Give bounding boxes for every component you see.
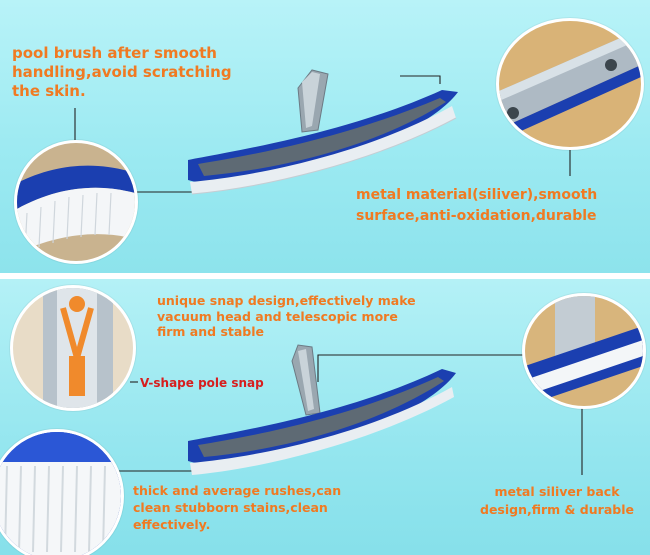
back-label: metal siliver back design,firm & durable xyxy=(480,483,634,518)
metal-label-line: surface,anti-oxidation,durable xyxy=(356,208,597,224)
metal-label: metal material(siliver),smooth surface,a… xyxy=(356,185,597,227)
back-label-line: design,firm & durable xyxy=(480,501,634,517)
brush-image xyxy=(188,69,458,195)
bristles-label: thick and average rushes,can clean stubb… xyxy=(133,483,341,534)
metal-label-line: metal material(siliver),smooth xyxy=(356,187,598,203)
bristles-label-line: effectively. xyxy=(133,516,211,532)
snap-label-line: vacuum head and telescopic more xyxy=(157,308,398,324)
snap-closeup xyxy=(10,285,136,411)
bristle-closeup-bottom xyxy=(0,429,124,555)
top-panel: pool brush after smooth handling,avoid s… xyxy=(0,0,650,273)
bristles-label-line: thick and average rushes,can xyxy=(133,483,342,498)
brush-image-bottom xyxy=(188,344,456,475)
metal-closeup xyxy=(496,18,644,150)
snap-label: unique snap design,effectively make vacu… xyxy=(157,293,416,340)
handling-label-line: pool brush after smooth xyxy=(12,44,217,62)
back-closeup xyxy=(522,293,646,409)
panel-divider xyxy=(0,273,650,279)
handling-label-line: handling,avoid scratching xyxy=(12,62,232,81)
bristle-closeup xyxy=(14,140,138,264)
back-label-line: metal siliver back xyxy=(494,484,620,499)
handling-label-line: the skin. xyxy=(12,81,86,100)
snap-label-line: unique snap design,effectively make xyxy=(157,293,416,308)
vshape-label: V-shape pole snap xyxy=(140,376,264,390)
handling-label: pool brush after smooth handling,avoid s… xyxy=(12,44,232,100)
bottom-panel: unique snap design,effectively make vacu… xyxy=(0,279,650,555)
bristles-label-line: clean stubborn stains,clean xyxy=(133,499,328,515)
snap-label-line: firm and stable xyxy=(157,324,265,340)
